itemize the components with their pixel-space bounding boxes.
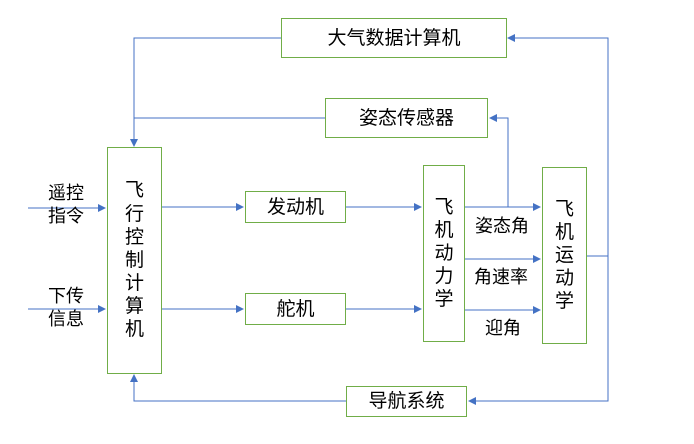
rudder-servo-label: 舵机 bbox=[276, 297, 315, 320]
downlink-info-line: 下传 bbox=[48, 286, 84, 307]
air-data-computer-label: 大气数据计算机 bbox=[327, 26, 461, 49]
remote-control-line: 遥控 bbox=[48, 183, 84, 204]
kinematics-char: 飞 bbox=[554, 197, 574, 220]
fcc-char: 计 bbox=[124, 272, 144, 295]
attitude-sensor-box: 姿态传感器 bbox=[325, 98, 488, 138]
angle-of-attack-label: 迎角 bbox=[485, 318, 521, 339]
arrow-airdata-to-fcc bbox=[130, 37, 281, 147]
air-data-computer-box: 大气数据计算机 bbox=[281, 18, 507, 58]
engine-label: 发动机 bbox=[266, 195, 324, 218]
arrow-attitude-to-sensor bbox=[489, 114, 509, 207]
downlink-info-line: 信息 bbox=[48, 308, 84, 330]
flight-dynamics-box: 飞 机 动 力 学 bbox=[423, 165, 465, 342]
dynamics-char: 力 bbox=[434, 265, 454, 288]
arrow-nav-to-fcc bbox=[130, 374, 346, 402]
dynamics-char: 动 bbox=[434, 241, 454, 264]
engine-box: 发动机 bbox=[245, 191, 346, 223]
arrow-kinematics-to-nav bbox=[468, 256, 609, 405]
flight-kinematics-box: 飞 机 运 动 学 bbox=[542, 167, 587, 344]
fcc-char: 制 bbox=[124, 248, 144, 271]
kinematics-char: 机 bbox=[554, 220, 574, 243]
fcc-char: 行 bbox=[124, 202, 144, 225]
remote-control-label: 遥控 指令 bbox=[48, 183, 84, 228]
kinematics-char: 学 bbox=[554, 290, 574, 313]
dynamics-char: 飞 bbox=[434, 195, 454, 218]
fcc-char: 飞 bbox=[124, 179, 144, 202]
arrow-kinematics-to-airdata bbox=[507, 34, 609, 257]
dynamics-char: 学 bbox=[434, 288, 454, 311]
rudder-servo-box: 舵机 bbox=[245, 293, 346, 325]
navigation-system-box: 导航系统 bbox=[346, 386, 467, 417]
kinematics-char: 运 bbox=[554, 243, 574, 266]
attitude-sensor-label: 姿态传感器 bbox=[358, 106, 454, 129]
navigation-system-label: 导航系统 bbox=[368, 390, 445, 412]
downlink-info-label: 下传 信息 bbox=[48, 286, 84, 331]
fcc-char: 算 bbox=[124, 295, 144, 318]
attitude-angle-label: 姿态角 bbox=[475, 216, 529, 237]
flight-control-computer-box: 飞 行 控 制 计 算 机 bbox=[107, 147, 162, 374]
remote-control-line: 指令 bbox=[48, 205, 84, 227]
fcc-char: 机 bbox=[124, 318, 144, 341]
fcc-char: 控 bbox=[124, 225, 144, 248]
angular-rate-label: 角速率 bbox=[474, 267, 528, 288]
dynamics-char: 机 bbox=[434, 218, 454, 241]
kinematics-char: 动 bbox=[554, 267, 574, 290]
